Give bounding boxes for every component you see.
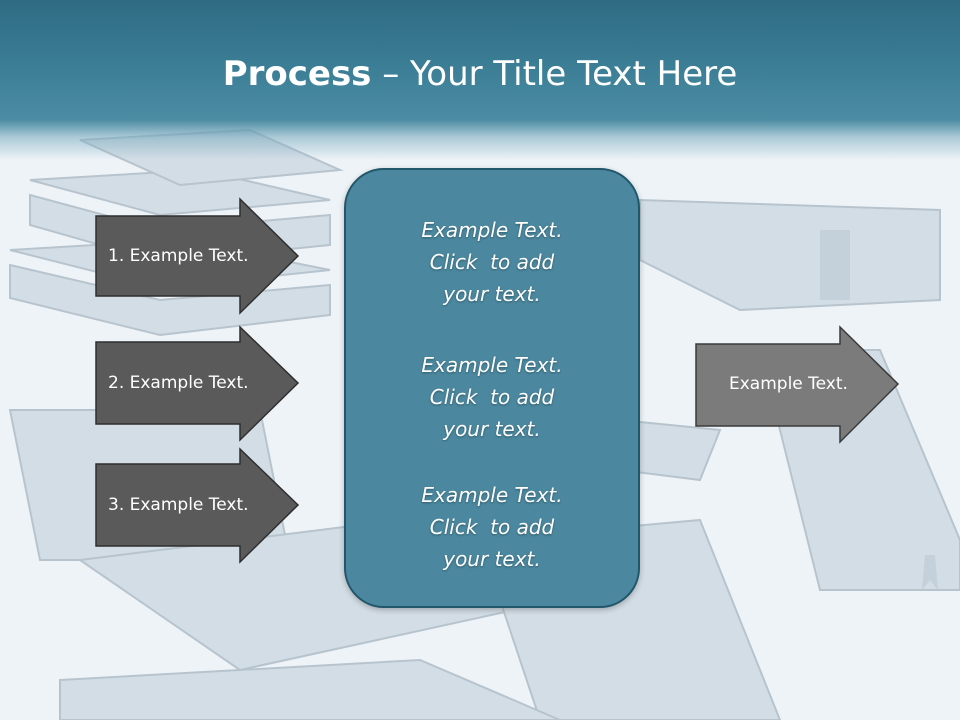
step-arrow-1[interactable]: 1. Example Text. xyxy=(95,197,300,315)
text-line: your text. xyxy=(443,547,541,571)
text-line: Example Text. xyxy=(421,483,563,507)
center-text-block-2: Example Text. Click to add your text. xyxy=(346,349,638,445)
arrow-shape-icon xyxy=(95,325,300,442)
text-line: Example Text. xyxy=(421,218,563,242)
center-text-box[interactable]: Example Text. Click to add your text. Ex… xyxy=(344,168,640,608)
step-arrow-label: 3. Example Text. xyxy=(108,495,249,515)
step-arrow-3[interactable]: 3. Example Text. xyxy=(95,447,300,564)
title-bar xyxy=(0,0,960,160)
text-line: Example Text. xyxy=(421,353,563,377)
step-arrow-label: 2. Example Text. xyxy=(108,373,249,393)
arrow-shape-icon xyxy=(95,197,300,315)
step-arrow-label: 1. Example Text. xyxy=(108,246,249,266)
page-title[interactable]: Process – Your Title Text Here xyxy=(0,52,960,96)
text-line: Click to add xyxy=(429,515,555,539)
text-line: your text. xyxy=(443,417,541,441)
arrow-shape-icon xyxy=(95,447,300,564)
step-arrow-2[interactable]: 2. Example Text. xyxy=(95,325,300,442)
output-arrow[interactable]: Example Text. xyxy=(695,325,900,444)
title-rest: – Your Title Text Here xyxy=(371,54,738,94)
title-bold: Process xyxy=(222,54,372,94)
output-arrow-label: Example Text. xyxy=(729,374,848,394)
text-line: Click to add xyxy=(429,385,555,409)
arrow-shape-icon xyxy=(695,325,900,444)
center-text-block-3: Example Text. Click to add your text. xyxy=(346,479,638,575)
text-line: Click to add xyxy=(429,250,555,274)
center-text-block-1: Example Text. Click to add your text. xyxy=(346,214,638,310)
text-line: your text. xyxy=(443,282,541,306)
